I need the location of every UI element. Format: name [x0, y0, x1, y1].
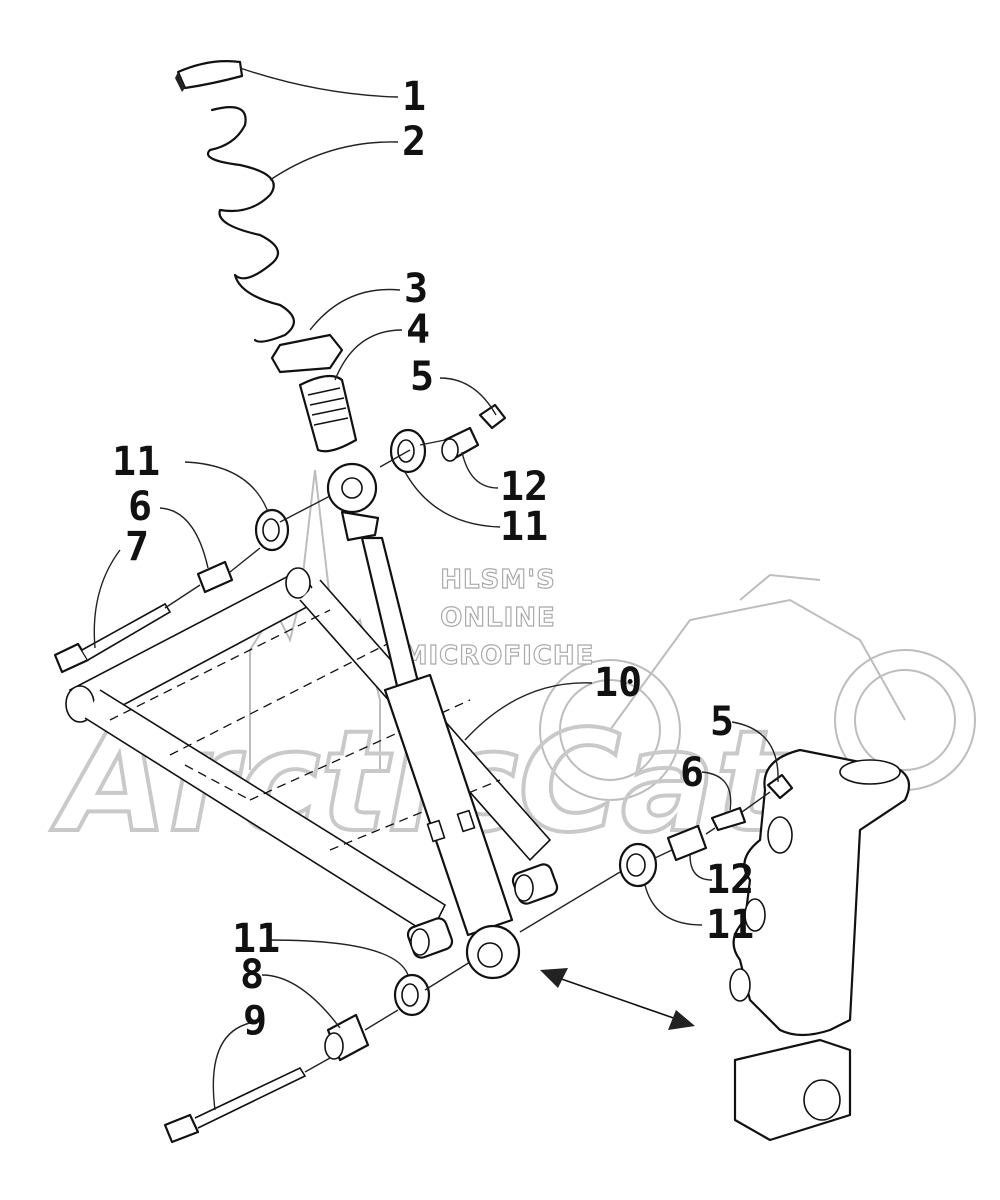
callout-3: 3: [404, 266, 428, 312]
watermark-line-1: HLSM'S: [440, 565, 556, 595]
spring-retainer: [176, 60, 244, 90]
callout-10: 10: [594, 660, 642, 706]
watermark-line-2: ONLINE: [440, 603, 556, 633]
jounce-bumper: [298, 374, 358, 453]
callout-11-upper-left: 11: [112, 439, 160, 485]
callout-1: 1: [402, 74, 426, 120]
callout-11-lower-right: 11: [706, 902, 754, 948]
watermark-line-3: MICROFICHE: [402, 641, 595, 671]
callout-9: 9: [243, 998, 267, 1044]
lower-hardware-left: [163, 961, 471, 1144]
lower-bolt: [163, 1113, 200, 1144]
upper-hardware-left: [53, 495, 331, 674]
spring-adjuster: [270, 333, 344, 374]
callout-6-upper: 6: [128, 484, 152, 530]
callout-11-lower-left: 11: [232, 916, 280, 962]
callout-2: 2: [402, 119, 426, 165]
watermark-motorcycle-icon: [539, 573, 976, 801]
shock-absorber: [326, 462, 521, 980]
callout-leaders: [93, 67, 779, 1111]
callout-6-lower: 6: [680, 750, 704, 796]
spindle: [729, 748, 911, 1142]
callout-5-upper: 5: [410, 354, 434, 400]
callout-8: 8: [240, 952, 264, 998]
callout-11-upper-right: 11: [500, 504, 548, 550]
upper-hardware-right: [379, 403, 507, 474]
callout-7: 7: [125, 524, 149, 570]
callout-labels: 1 2 3 4 5 12 11 11 6 7 10 5 6 12 11 11 8…: [112, 74, 754, 1044]
callout-12-upper: 12: [500, 464, 548, 510]
upper-bolt: [53, 642, 90, 674]
callout-4: 4: [406, 307, 430, 353]
coil-spring: [207, 106, 295, 343]
callout-5-lower: 5: [710, 699, 734, 745]
spring-assembly: [175, 60, 358, 453]
callout-12-lower: 12: [706, 857, 754, 903]
direction-arrow-icon: [540, 968, 695, 1030]
lower-hardware-right: [519, 773, 794, 933]
